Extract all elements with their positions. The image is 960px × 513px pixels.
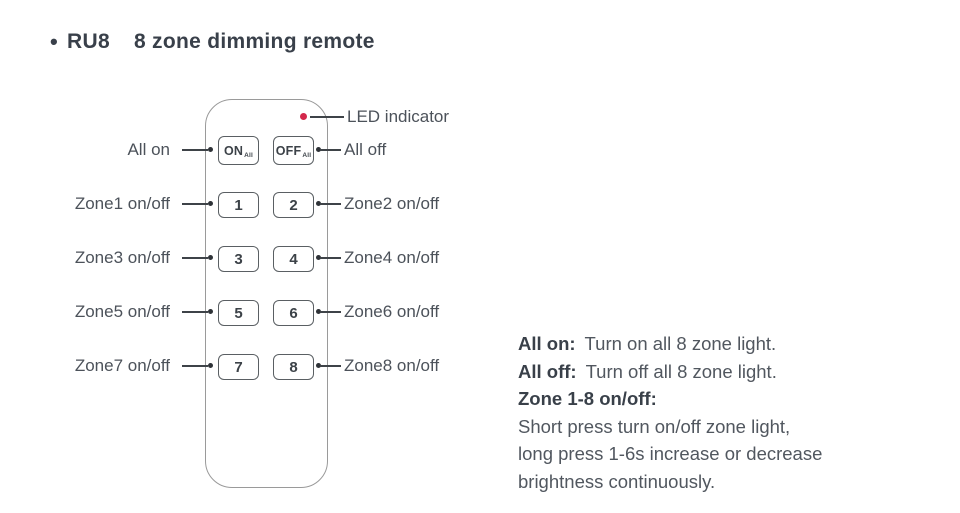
page-title: • RU8 8 zone dimming remote [50,30,375,54]
led-indicator-label: LED indicator [347,107,450,126]
callout-dot-zone1 [208,201,213,206]
callout-dot-zone3 [208,255,213,260]
callout-dot-zone2 [316,201,321,206]
description-line: brightness continuously. [518,468,888,496]
callout-line-zone7 [182,365,208,367]
callout-dot-zone6 [316,309,321,314]
callout-dot-zone4 [316,255,321,260]
callout-line-zone3 [182,257,208,259]
callout-dot-zone5 [208,309,213,314]
callout-line-zone2 [320,203,341,205]
description-block: All on: Turn on all 8 zone light. All off… [518,330,888,496]
callout-line-zone4 [320,257,341,259]
description-text: Turn off all 8 zone light. [585,360,777,382]
callout-label-zone2: Zone2 on/off [344,194,440,213]
button-all-on-label: ON [223,143,244,158]
description-line: All off: Turn off all 8 zone light. [518,358,888,386]
callout-label-all-off: All off [344,140,387,159]
description-term: All on: [518,333,576,354]
callout-label-zone6: Zone6 on/off [344,302,440,321]
description-line: long press 1-6s increase or decrease [518,440,888,468]
callout-dot-all-off [316,147,321,152]
led-callout-line [310,116,344,118]
description-term: All off: [518,360,577,382]
callout-dot-zone8 [316,363,321,368]
button-zone-2: 2 [273,192,314,218]
callout-label-all-on: All on [127,140,170,159]
product-name: RU8 [67,30,110,53]
callout-line-zone5 [182,311,208,313]
callout-dot-zone7 [208,363,213,368]
description-term: Zone 1-8 on/off: [518,388,657,410]
callout-label-zone4: Zone4 on/off [344,248,440,267]
button-zone-6: 6 [273,300,314,326]
callout-label-zone8: Zone8 on/off [344,356,440,375]
callout-label-zone7: Zone7 on/off [74,356,170,375]
bullet-icon: • [50,29,59,54]
description-line: All on: Turn on all 8 zone light. [518,330,888,358]
callout-line-zone1 [182,203,208,205]
callout-label-zone5: Zone5 on/off [74,302,170,321]
callout-label-zone3: Zone3 on/off [74,248,170,267]
button-zone-7: 7 [218,354,259,380]
callout-dot-all-on [208,147,213,152]
button-all-on-subscript: All [244,151,254,159]
description-text: Turn on all 8 zone light. [584,333,777,354]
callout-line-zone8 [320,365,341,367]
callout-line-all-off [320,149,341,151]
button-all-off-label: OFF [275,143,302,158]
title-subtitle: 8 zone dimming remote [133,30,375,53]
callout-label-zone1: Zone1 on/off [74,194,170,213]
button-zone-8: 8 [273,354,314,380]
button-zone-1: 1 [218,192,259,218]
description-text: long press 1-6s increase or decrease [518,443,823,465]
button-zone-3: 3 [218,246,259,272]
description-text: brightness continuously. [518,470,716,492]
callout-line-zone6 [320,311,341,313]
led-indicator-dot [300,113,307,120]
callout-line-all-on [182,149,208,151]
button-all-off-subscript: All [302,151,312,159]
button-zone-5: 5 [218,300,259,326]
button-zone-4: 4 [273,246,314,272]
description-line: Short press turn on/off zone light, [518,413,888,441]
description-line: Zone 1-8 on/off: [518,385,888,413]
description-text: Short press turn on/off zone light, [518,415,791,437]
